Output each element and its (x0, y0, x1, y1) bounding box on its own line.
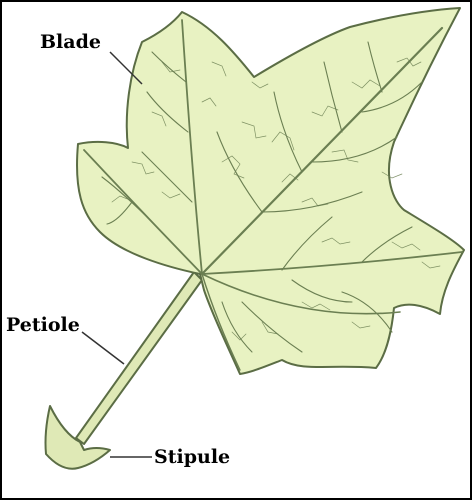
label-stipule: Stipule (154, 448, 230, 467)
leader-line-petiole (82, 332, 124, 364)
label-petiole: Petiole (6, 316, 80, 335)
petiole (76, 272, 202, 444)
label-blade: Blade (40, 33, 101, 52)
leaf-blade (77, 8, 464, 374)
